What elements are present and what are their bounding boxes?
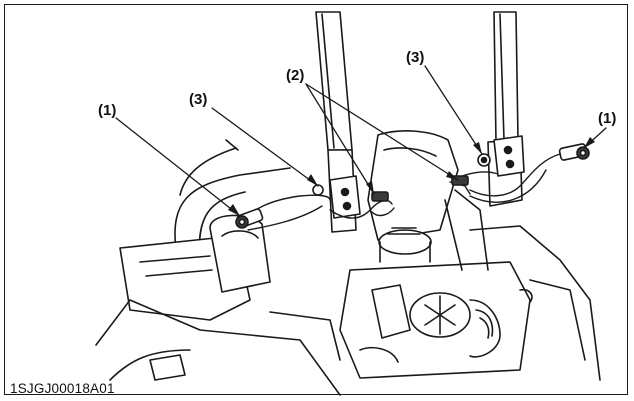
callout-wire-pair: (2): [286, 67, 305, 84]
callout-pin-left: (1): [98, 102, 117, 119]
callout-pin-right: (1): [598, 110, 617, 127]
callout-bracket-left: (3): [189, 91, 208, 108]
callout-bracket-right: (3): [406, 49, 425, 66]
pin-left: [235, 208, 264, 229]
bracket-left: [312, 175, 361, 219]
arrow-heads: [228, 137, 595, 216]
leader-lines: [115, 65, 607, 217]
figure-code: 1SJGJ00018A01: [10, 381, 115, 396]
left-chassis: [95, 299, 341, 396]
pin-right: [558, 143, 590, 161]
right-chassis: [444, 189, 601, 381]
left-fender: [119, 139, 291, 321]
bracket-right: [477, 135, 525, 177]
engine-block: [339, 227, 531, 379]
seat-back: [367, 130, 459, 241]
